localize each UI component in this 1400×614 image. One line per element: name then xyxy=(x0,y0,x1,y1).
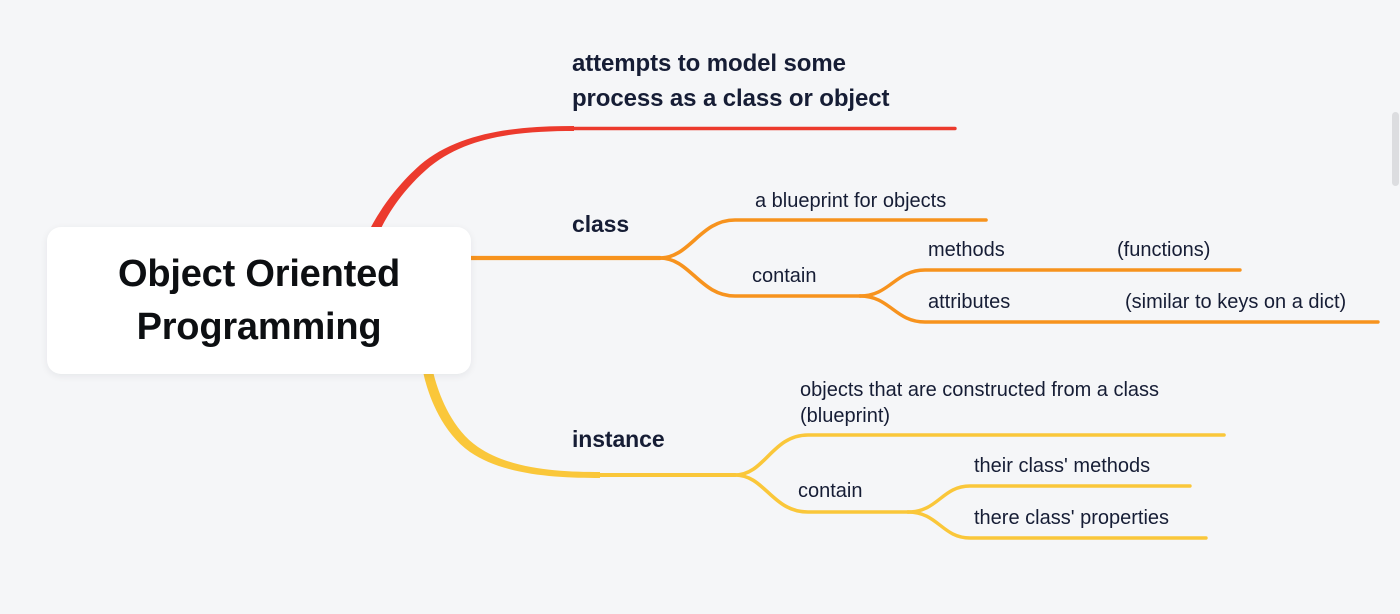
node-contain-instance[interactable]: contain xyxy=(798,480,863,502)
node-methods-note[interactable]: (functions) xyxy=(1117,239,1211,261)
node-attributes[interactable]: attributes xyxy=(928,291,1011,313)
node-contain-class[interactable]: contain xyxy=(752,265,817,287)
root-node-label: Object Oriented Programming xyxy=(117,253,401,348)
root-node[interactable]: Object Oriented Programming xyxy=(47,227,471,374)
vertical-scrollbar-thumb[interactable] xyxy=(1392,112,1399,186)
node-their-class-methods[interactable]: their class' methods xyxy=(974,455,1151,477)
branch-red-stem xyxy=(369,126,574,233)
node-objects-constructed-from-class[interactable]: objects that are constructed from a clas… xyxy=(800,379,1160,428)
node-attempts-to-model[interactable]: attempts to model some process as a clas… xyxy=(572,50,890,112)
vertical-scrollbar-track[interactable] xyxy=(1392,0,1400,614)
node-a-blueprint-for-objects[interactable]: a blueprint for objects xyxy=(755,190,947,212)
node-attributes-note[interactable]: (similar to keys on a dict) xyxy=(1125,291,1347,313)
node-instance[interactable]: instance xyxy=(572,426,665,452)
node-their-class-properties[interactable]: there class' properties xyxy=(974,507,1170,529)
node-methods[interactable]: methods xyxy=(928,239,1005,261)
node-class[interactable]: class xyxy=(572,211,630,237)
